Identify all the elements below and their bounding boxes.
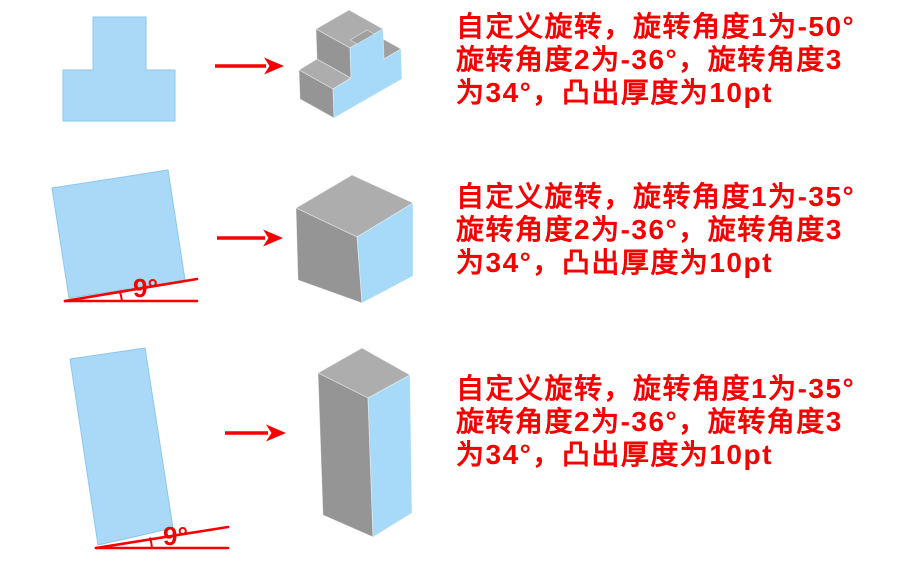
row2-group: 9° [51,169,414,304]
angle-arc [149,537,153,549]
t3d-stem-left-face [315,28,352,79]
angle-incline-line [94,525,230,550]
angle-value-label: 9° [163,521,188,551]
angle-value-label: 9° [133,273,158,303]
rotation-caption-row1: 自定义旋转，旋转角度1为-50° 旋转角度2为-36°，旋转角度3 为34°，凸… [456,10,855,109]
rotated-rectangle-2d [69,347,174,546]
cube-3d [295,174,414,304]
row3-group: 9° [69,347,413,551]
arrow-right-head-icon [263,229,283,247]
cube-front-face [356,202,414,304]
box-front-face [367,374,413,538]
angle-arc [118,290,123,302]
t3d-bar-left-face [298,69,335,119]
t-shape-3d [298,9,403,119]
caption-line: 旋转角度2为-36°，旋转角度3 [456,406,843,437]
t-shape-2d [62,16,176,122]
box-left-face [317,372,374,538]
rotation-caption-row3: 自定义旋转，旋转角度1为-35° 旋转角度2为-36°，旋转角度3 为34°，凸… [456,372,855,471]
t3d-front-face [332,28,403,119]
arrow-right-head-icon [266,424,286,442]
caption-line: 为34°，凸出厚度为10pt [456,247,773,278]
caption-line: 自定义旋转，旋转角度1为-50° [456,11,856,42]
arrow-right-head-icon [264,57,284,75]
caption-line: 为34°，凸出厚度为10pt [456,77,773,108]
rotation-caption-row2: 自定义旋转，旋转角度1为-35° 旋转角度2为-36°，旋转角度3 为34°，凸… [456,180,855,279]
caption-line: 为34°，凸出厚度为10pt [456,439,773,470]
caption-line: 自定义旋转，旋转角度1为-35° [456,181,856,212]
rotated-square-2d [51,169,186,299]
angle-incline-line [63,277,199,303]
caption-line: 旋转角度2为-36°，旋转角度3 [456,44,843,75]
tall-box-3d [317,347,413,538]
caption-line: 自定义旋转，旋转角度1为-35° [456,373,856,404]
caption-line: 旋转角度2为-36°，旋转角度3 [456,214,843,245]
row1-group [62,9,403,122]
